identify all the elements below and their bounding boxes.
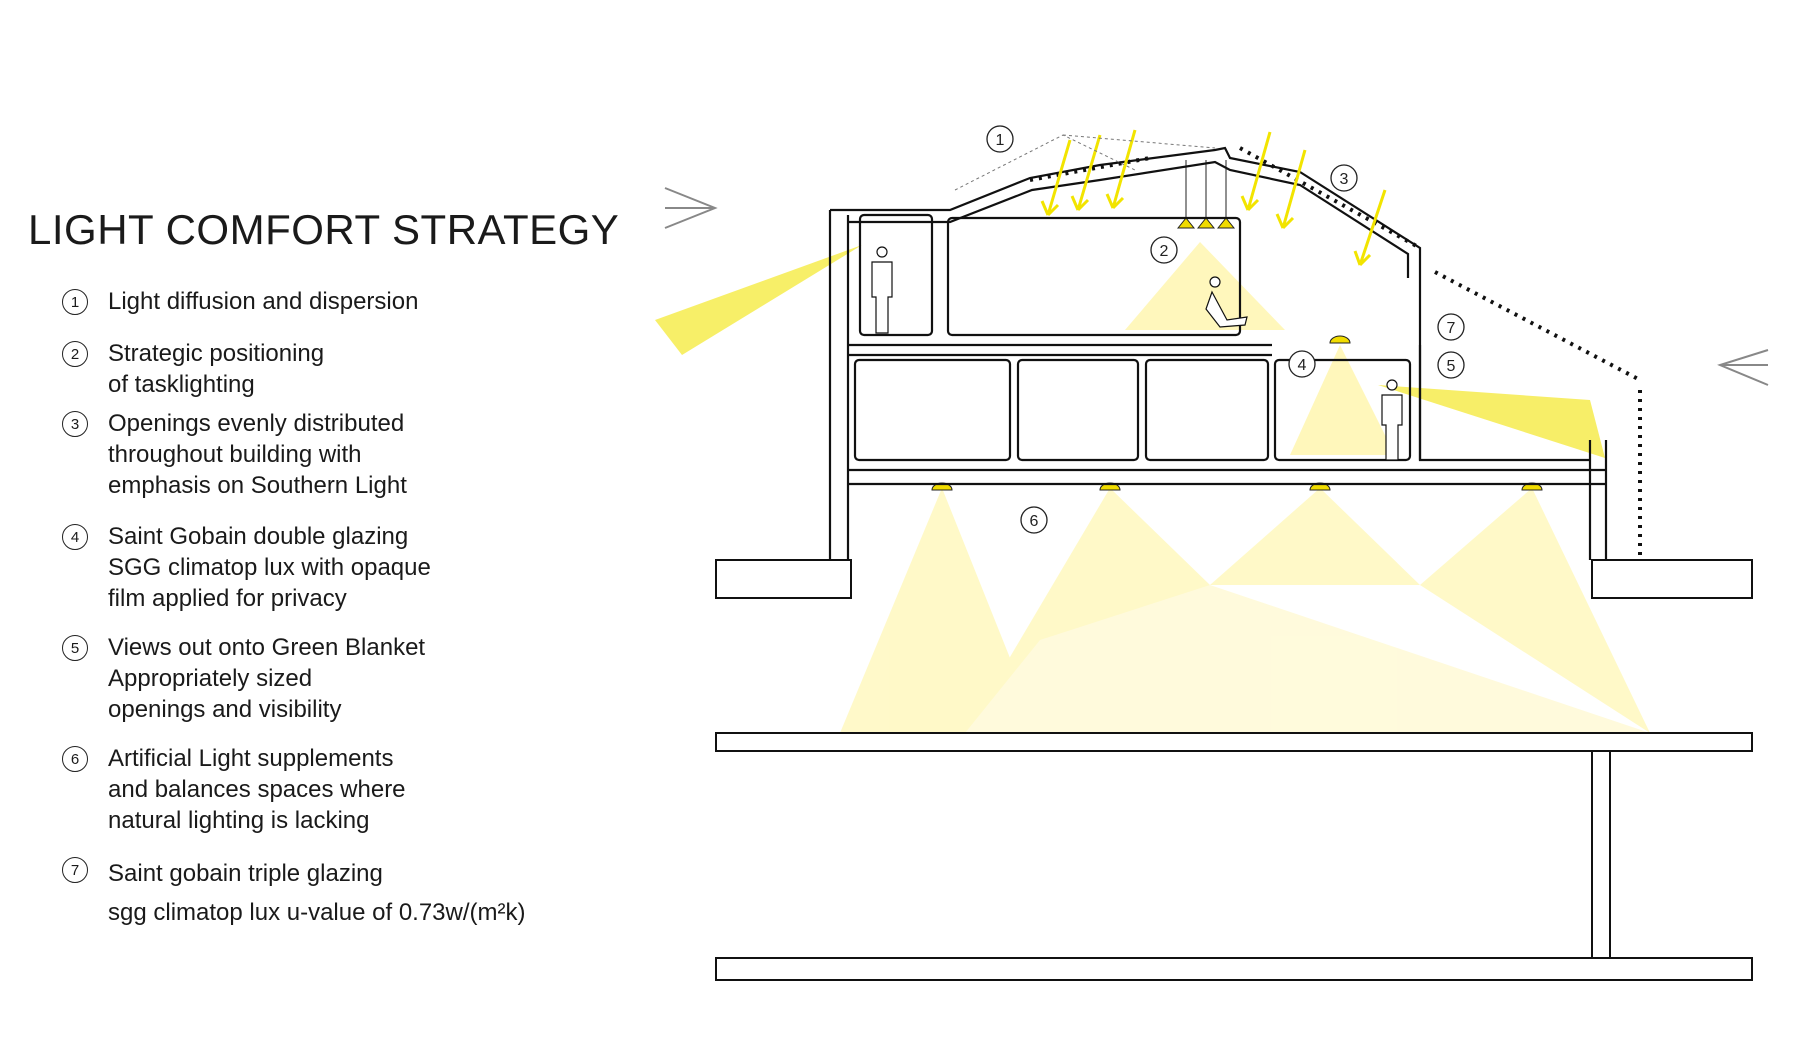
light-cone-natural-right	[1378, 385, 1605, 458]
callout-1: 1	[986, 125, 1014, 153]
diagram-title: LIGHT COMFORT STRATEGY	[28, 206, 620, 253]
light-cone-artificial-1	[840, 488, 1040, 733]
legend-number: 7	[62, 857, 88, 883]
lamp-icon	[1329, 335, 1351, 344]
callout-2: 2	[1150, 236, 1178, 264]
callout-3: 3	[1330, 164, 1358, 192]
callouts: 1 2 3 4 5 6 7	[986, 125, 1465, 534]
legend-number: 3	[62, 411, 88, 437]
legend-text: Artificial Light supplements and balance…	[108, 745, 406, 834]
legend-text: Saint Gobain double glazing SGG climatop…	[108, 523, 431, 612]
legend-number: 2	[62, 341, 88, 367]
legend-text: Light diffusion and dispersion	[108, 288, 419, 315]
ground-structure	[715, 559, 1753, 981]
sun-arrow-icon	[1040, 139, 1072, 217]
person-standing-icon	[871, 246, 893, 334]
callout-5: 5	[1437, 351, 1465, 379]
callout-6: 6	[1020, 506, 1048, 534]
callout-4: 4	[1288, 350, 1316, 378]
arrow-right-icon	[664, 187, 718, 229]
pendant-lamp-icon	[1216, 217, 1236, 229]
light-cone-artificial-3	[1210, 488, 1420, 585]
sun-arrow-icon	[1105, 129, 1137, 210]
svg-text:6: 6	[1030, 513, 1039, 530]
light-cone-wide	[965, 585, 1650, 733]
legend-text: Views out onto Green Blanket Appropriate…	[108, 634, 426, 723]
legend-number: 1	[62, 289, 88, 315]
legend-number: 6	[62, 746, 88, 772]
arrow-left-icon	[1717, 349, 1769, 386]
people	[871, 246, 1403, 461]
light-cone-natural-left	[655, 245, 862, 355]
building-outline	[828, 146, 1608, 560]
light-cone-upper-right	[1290, 345, 1395, 455]
legend-number: 4	[62, 524, 88, 550]
svg-text:1: 1	[996, 132, 1005, 149]
legend-text: Strategic positioning of tasklighting	[108, 340, 325, 398]
svg-text:7: 7	[1447, 320, 1456, 337]
person-seated-icon	[1205, 276, 1248, 328]
person-standing-icon	[1381, 379, 1403, 461]
callout-7: 7	[1437, 313, 1465, 341]
sun-arrow-icon	[1240, 131, 1272, 212]
glazing-louvres	[1029, 146, 1642, 560]
light-cones	[655, 242, 1650, 733]
legend-text: Saint gobain triple glazing sgg climatop…	[108, 860, 526, 926]
svg-text:5: 5	[1447, 358, 1456, 375]
legend-number: 5	[62, 635, 88, 661]
sun-arrow-icon	[1353, 189, 1387, 267]
pendant-lamp-icon	[1196, 217, 1216, 229]
pendant-lamp-icon	[1176, 217, 1196, 229]
wind-arrows	[664, 187, 1769, 386]
light-cone-artificial-4	[1420, 488, 1650, 733]
svg-text:4: 4	[1298, 357, 1307, 374]
svg-text:3: 3	[1340, 171, 1349, 188]
sun-arrow-icon	[1275, 149, 1307, 230]
sun-arrow-icon	[1070, 134, 1102, 212]
light-cone-pendant	[1125, 242, 1285, 330]
svg-text:2: 2	[1160, 243, 1169, 260]
legend-text: Openings evenly distributed throughout b…	[108, 410, 407, 499]
sun-arrows	[1040, 129, 1387, 267]
